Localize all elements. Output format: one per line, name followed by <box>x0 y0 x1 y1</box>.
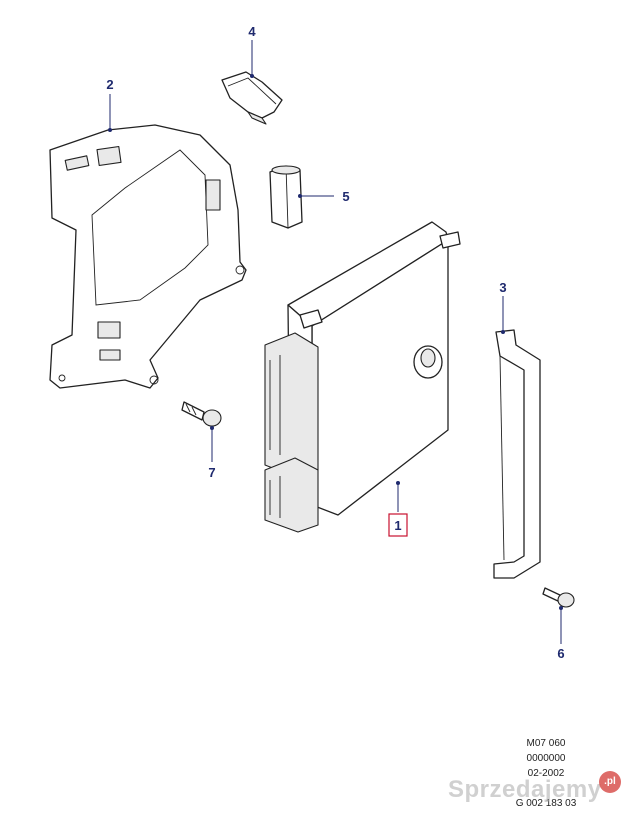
part-2-mounting-bracket <box>49 124 247 389</box>
reference-line-1: M07 060 <box>526 738 566 749</box>
part-4-spring-clip <box>221 71 283 125</box>
leader-dot-3 <box>501 330 505 334</box>
part-7-bolt <box>181 401 222 427</box>
part-5-sleeve <box>269 165 303 229</box>
part-3-retaining-strap <box>493 329 541 579</box>
part-6-screw <box>542 587 575 608</box>
leader-dot-1 <box>396 481 400 485</box>
reference-line-4: G 002 183 03 <box>515 798 577 809</box>
watermark-badge: .pl <box>599 771 621 793</box>
watermark-text: Sprzedajemy <box>448 776 602 803</box>
callout-4: 4 <box>248 24 256 39</box>
callout-3: 3 <box>499 280 506 295</box>
callout-7: 7 <box>208 465 215 480</box>
leader-dot-7 <box>210 426 214 430</box>
leader-dot-4 <box>250 74 254 78</box>
leader-dot-6 <box>559 606 563 610</box>
reference-line-2: 0000000 <box>526 753 566 764</box>
callout-1: 1 <box>394 518 401 533</box>
callout-1-highlight-box <box>388 513 408 537</box>
part-1-control-unit <box>264 221 461 533</box>
callout-6: 6 <box>557 646 564 661</box>
callout-5: 5 <box>342 189 349 204</box>
leader-dot-5 <box>298 194 302 198</box>
leader-dot-2 <box>108 128 112 132</box>
callout-2: 2 <box>106 77 113 92</box>
reference-line-3: 02-2002 <box>527 768 565 779</box>
